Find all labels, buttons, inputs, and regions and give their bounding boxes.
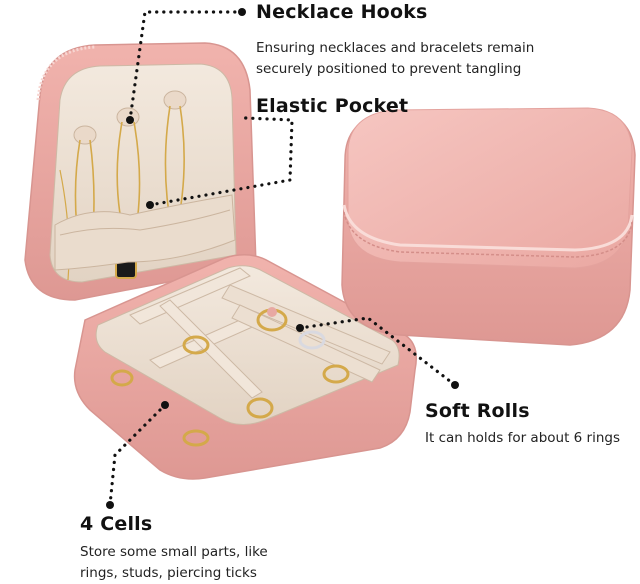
four-cells-desc-line1: Store some small parts, like [80, 544, 268, 560]
leader-lines [108, 10, 457, 507]
four-cells-desc-line2: rings, studs, piercing ticks [80, 565, 257, 581]
necklace-hooks [73, 90, 187, 145]
ring-stone [267, 307, 277, 317]
elastic-pocket [54, 194, 236, 271]
necklace-hooks-desc-line2: securely positioned to prevent tangling [256, 61, 522, 77]
cell-dividers [129, 267, 269, 399]
necklace-hooks-desc-line1: Ensuring necklaces and bracelets remain [256, 40, 535, 56]
soft-rolls-desc: It can holds for about 6 rings [425, 430, 621, 446]
elastic-pocket-title: Elastic Pocket [256, 95, 409, 117]
leader-end-dots [106, 8, 459, 509]
closed-box [341, 107, 636, 346]
soft-rolls [221, 284, 391, 383]
four-cells-title: 4 Cells [80, 513, 153, 535]
soft-rolls-title: Soft Rolls [425, 400, 530, 422]
necklace-hooks-title: Necklace Hooks [256, 1, 428, 23]
